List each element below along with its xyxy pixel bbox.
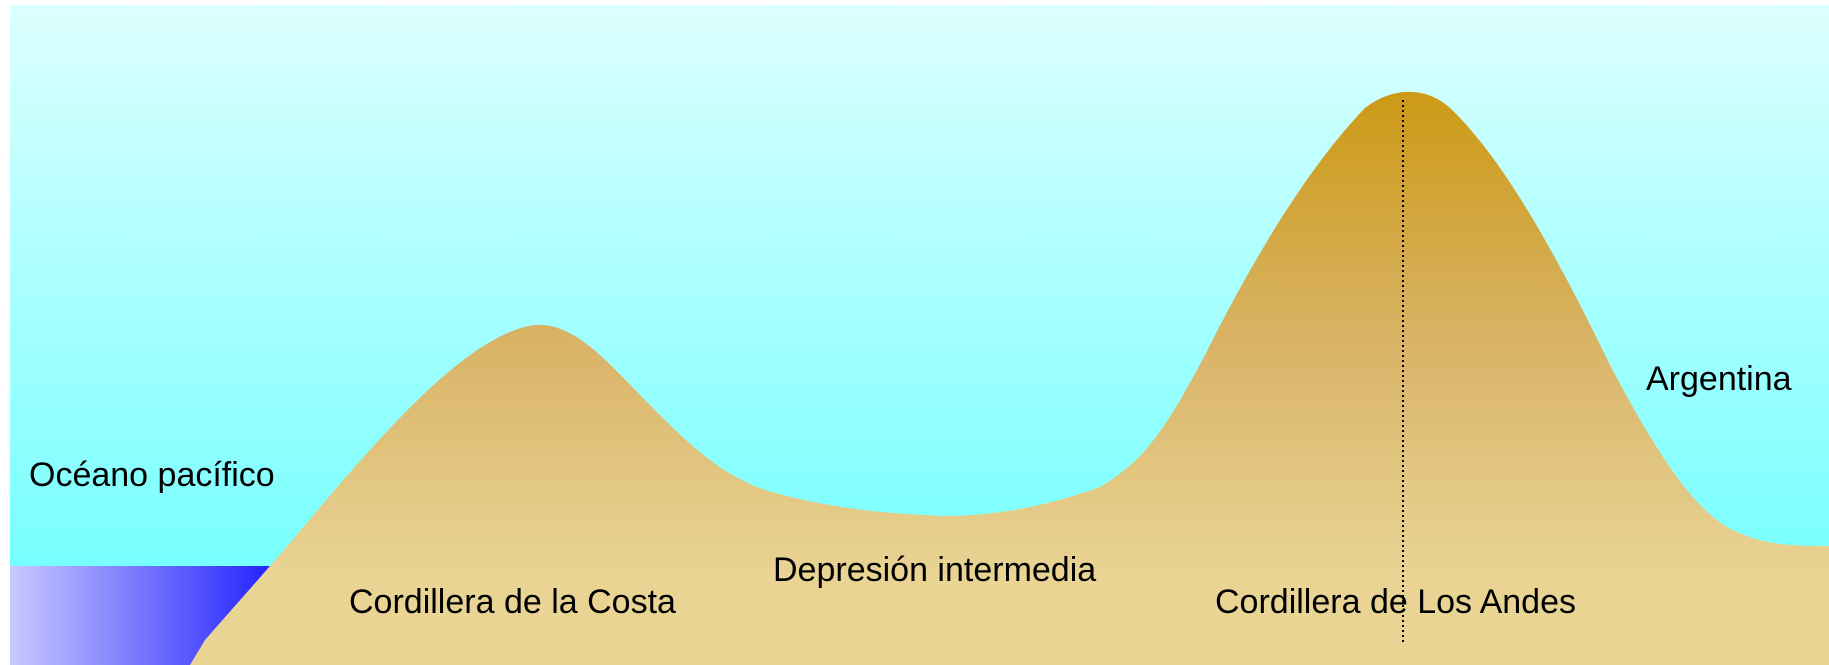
argentina-label: Argentina	[1646, 360, 1792, 398]
andes-label: Cordillera de Los Andes	[1215, 583, 1577, 621]
central-depression-label: Depresión intermedia	[773, 551, 1097, 589]
ocean-label: Océano pacífico	[29, 456, 275, 494]
coastal-range-label: Cordillera de la Costa	[349, 583, 676, 621]
terrain-profile	[190, 91, 1829, 665]
